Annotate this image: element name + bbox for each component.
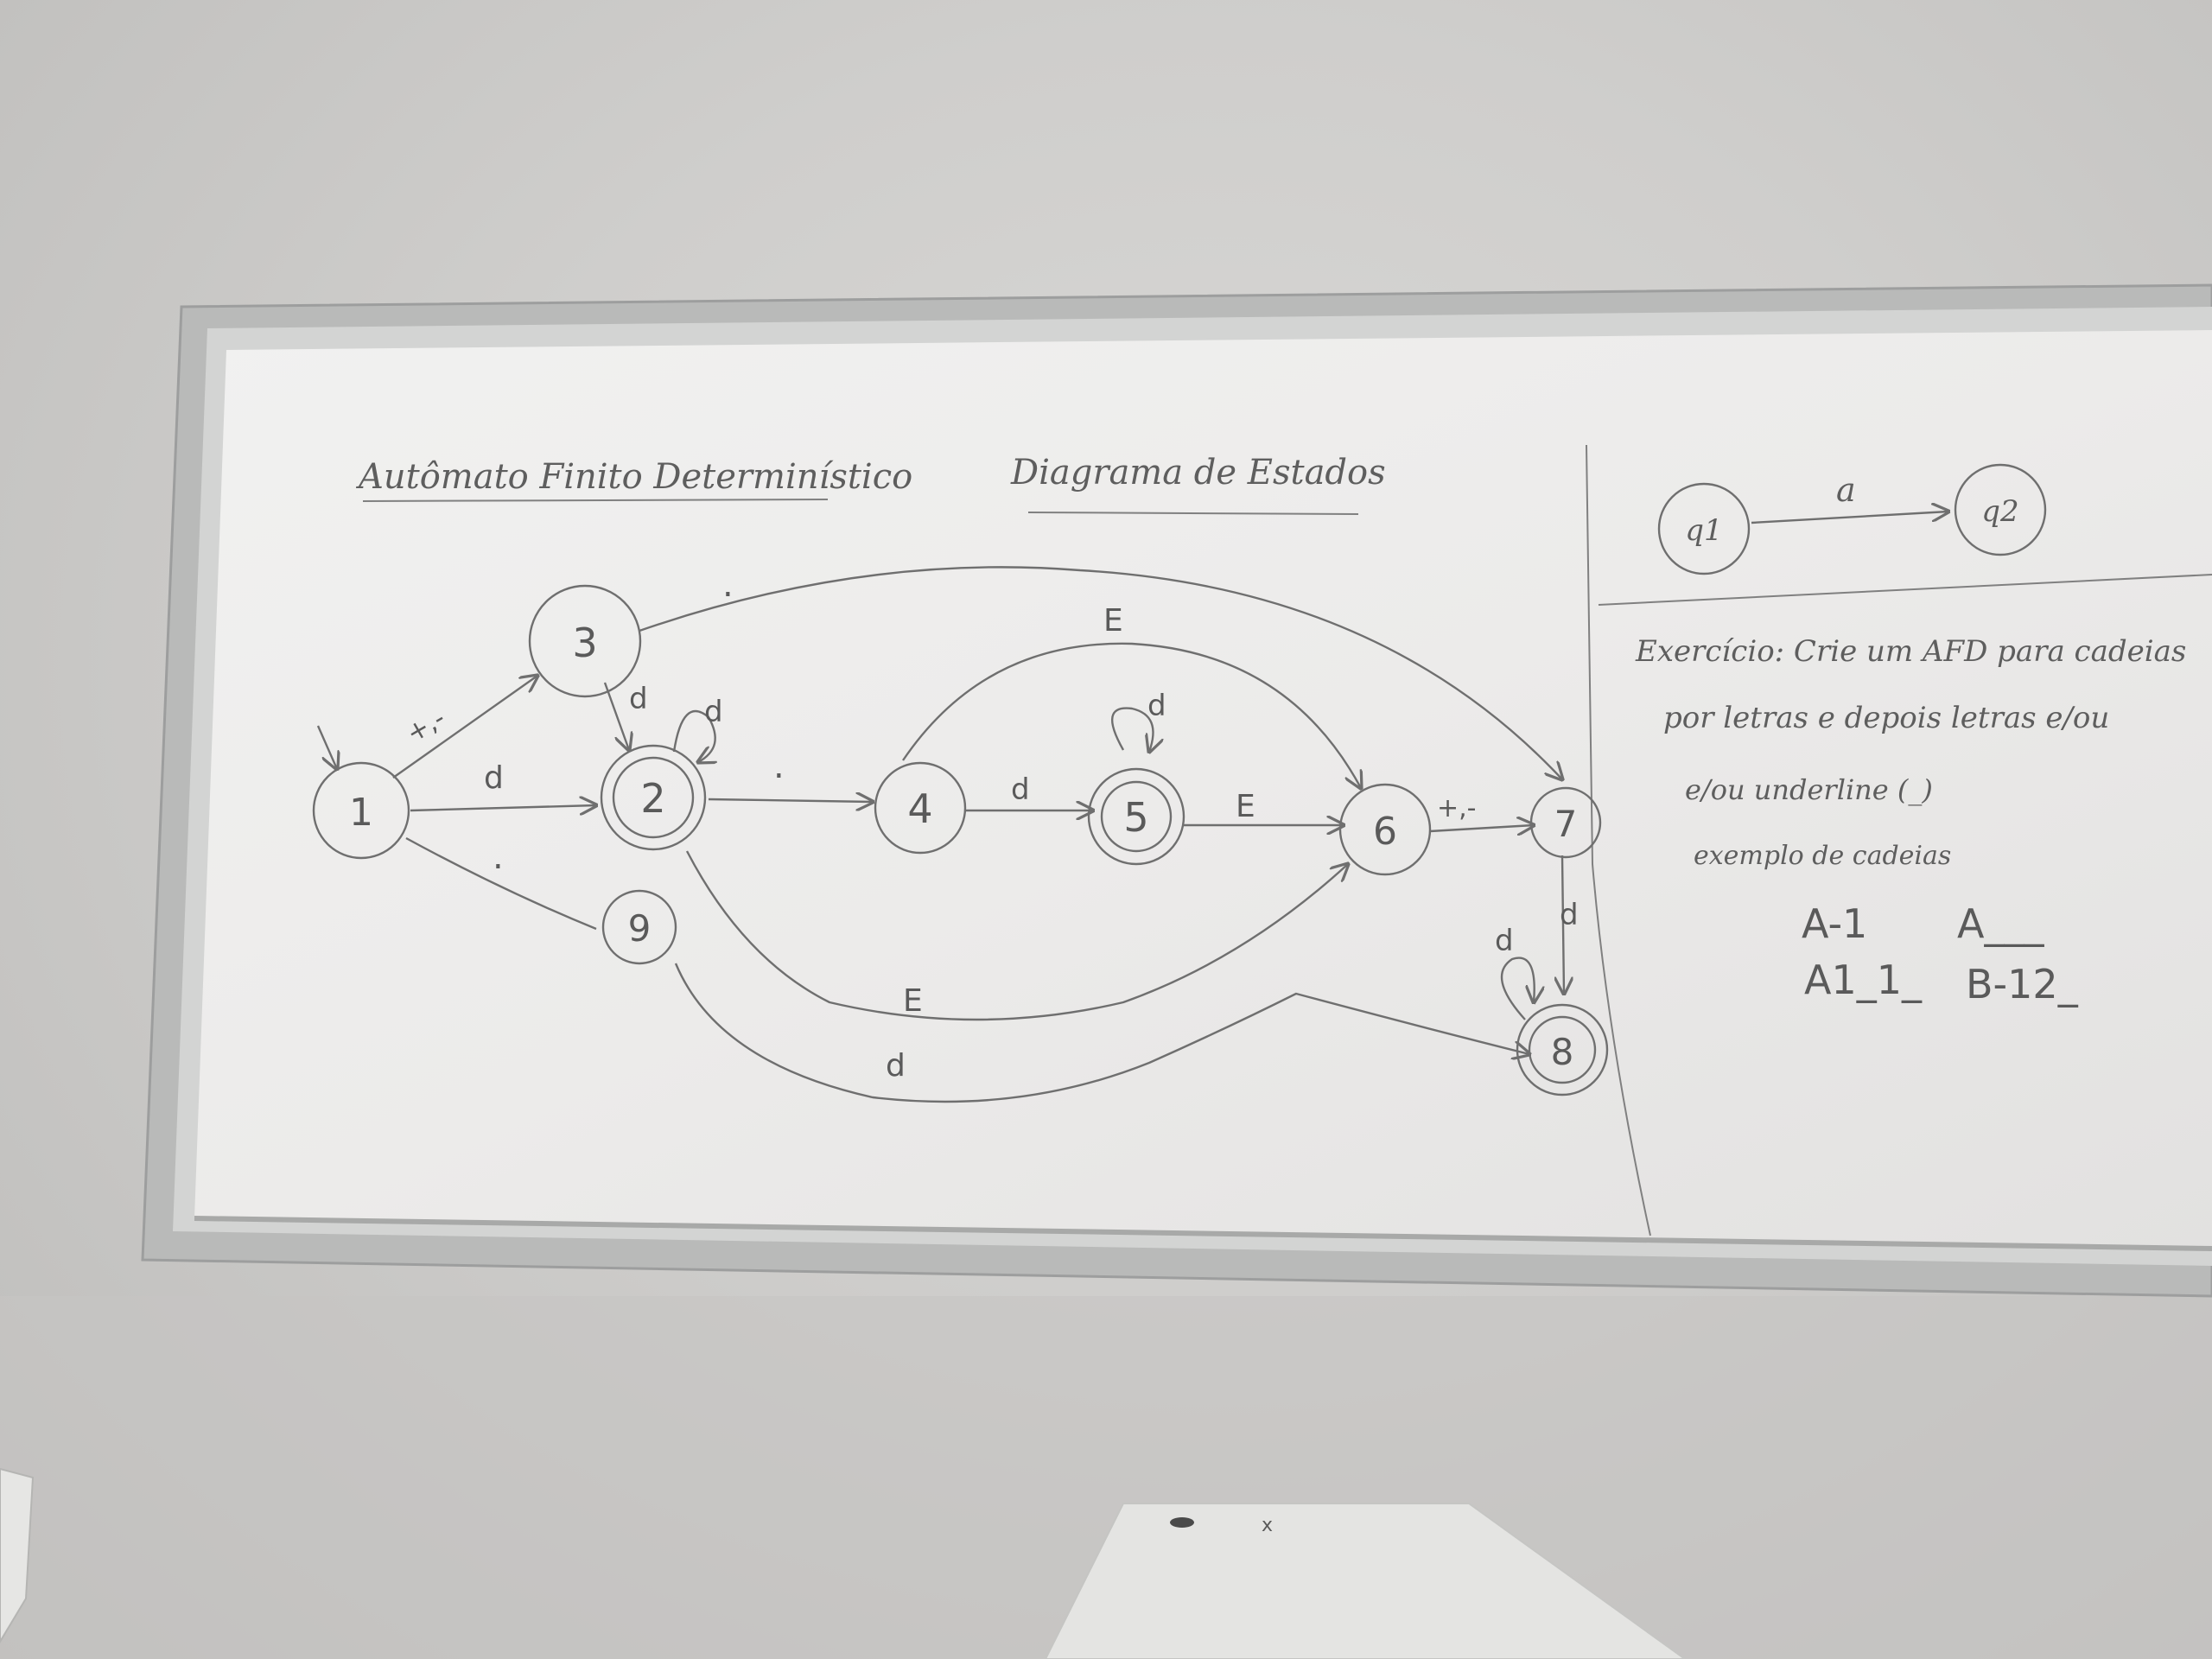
title-left: Autômato Finito Determinístico <box>355 457 912 497</box>
exercise-line-2: por letras e depois letras e/ou <box>1663 701 2109 735</box>
loop-5 <box>1111 707 1153 752</box>
state-4: 4 <box>874 761 967 855</box>
state-9-label: 9 <box>628 907 652 950</box>
label-1-9: . <box>493 837 504 877</box>
example-string-2: A___ <box>1957 900 2044 947</box>
label-3-7: . <box>722 565 734 605</box>
exercise-line-4: exemplo de cadeias <box>1694 841 1951 871</box>
desk-left <box>0 1467 35 1643</box>
edge-7-8 <box>1562 855 1564 994</box>
state-7-label: 7 <box>1554 803 1578 845</box>
example-q1-label: q1 <box>1685 513 1722 548</box>
example-automaton: q1 a q2 <box>1657 463 2047 575</box>
example-state-q2 <box>1954 463 2047 556</box>
example-state-q1 <box>1657 482 1751 575</box>
state-3: 3 <box>528 584 642 698</box>
label-9-8: d <box>886 1048 906 1084</box>
example-string-4: B-12_ <box>1966 961 2079 1007</box>
label-5-6: E <box>1236 789 1255 824</box>
edge-9-8 <box>674 963 1529 1103</box>
edge-4-6 <box>902 642 1361 788</box>
state-1: 1 <box>312 761 410 860</box>
state-8: 8 <box>1516 1003 1609 1096</box>
state-2-label: 2 <box>640 775 665 822</box>
exercise-block: Exercício: Crie um AFD para cadeias por … <box>1635 634 2186 1007</box>
state-4-label: 4 <box>907 785 932 832</box>
state-3-label: 3 <box>572 620 597 666</box>
edge-3-7 <box>639 566 1562 779</box>
exercise-line-1: Exercício: Crie um AFD para cadeias <box>1635 634 2186 669</box>
state-9: 9 <box>601 889 677 965</box>
edge-2-4 <box>708 799 873 802</box>
state-1-label: 1 <box>349 791 373 835</box>
label-2-4: . <box>773 747 785 786</box>
state-6-label: 6 <box>1373 810 1397 854</box>
example-string-1: A-1 <box>1802 900 1867 947</box>
label-5-loop: d <box>1147 689 1166 723</box>
right-panel-divider <box>1598 574 2212 606</box>
example-edge <box>1751 512 1948 524</box>
label-3-2: d <box>629 682 648 716</box>
state-6: 6 <box>1338 783 1432 876</box>
label-8-loop: d <box>1495 924 1514 958</box>
example-symbol: a <box>1836 471 1856 509</box>
example-q2-label: q2 <box>1981 494 2018 529</box>
desk-right <box>1044 1503 1687 1659</box>
desk-scribble: x <box>1262 1515 1273 1536</box>
edge-1-3 <box>392 676 537 779</box>
title-right: Diagrama de Estados <box>1010 453 1386 493</box>
state-5: 5 <box>1087 767 1185 866</box>
state-8-label: 8 <box>1551 1031 1574 1073</box>
label-4-6: E <box>1103 603 1123 639</box>
board-surface <box>194 330 2212 1249</box>
example-string-3: A1_1_ <box>1804 957 1923 1003</box>
board-tray <box>194 1216 2212 1251</box>
exercise-line-3: e/ou underline (_) <box>1685 773 1933 806</box>
edge-3-2 <box>603 682 629 750</box>
loop-8 <box>1500 957 1535 1020</box>
edge-2-6 <box>685 850 1348 1021</box>
edge-1-9 <box>405 836 597 931</box>
edge-1-2 <box>410 805 596 810</box>
label-2-loop: d <box>704 695 723 729</box>
label-1-2: d <box>484 760 504 796</box>
label-6-7: +,- <box>1437 793 1477 823</box>
title-left-underline <box>362 499 829 502</box>
state-5-label: 5 <box>1123 794 1148 841</box>
label-4-5: d <box>1011 772 1030 807</box>
desk-mark <box>1170 1517 1194 1528</box>
label-2-6: E <box>903 983 923 1019</box>
title-right-underline <box>1027 512 1359 515</box>
start-arrow <box>316 725 337 769</box>
label-7-8: d <box>1560 898 1579 932</box>
state-7: 7 <box>1529 786 1602 859</box>
edge-6-7 <box>1429 825 1534 831</box>
loop-2 <box>672 709 715 762</box>
board-divider <box>1586 444 1651 1236</box>
state-2: 2 <box>600 744 707 851</box>
